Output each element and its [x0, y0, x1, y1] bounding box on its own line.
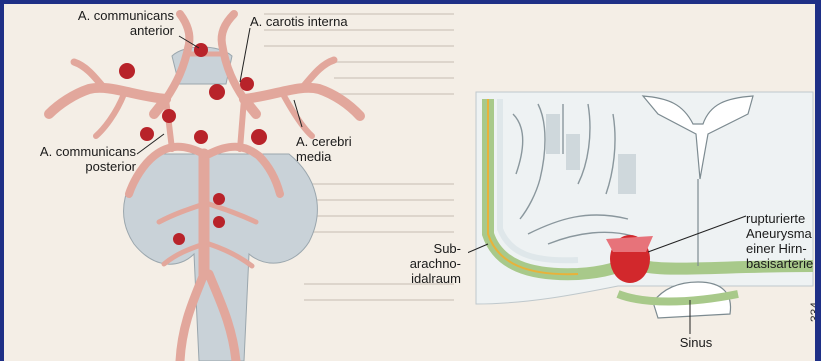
aneurysm-pcom-left	[140, 127, 154, 141]
label-rupturiertes-aneurysma: rupturierte Aneurysma einer Hirn- basisa…	[746, 211, 815, 271]
book-page: A. communicans anterior A. carotis inter…	[4, 4, 815, 361]
pcom-right	[240, 99, 244, 149]
label-carotis-interna: A. carotis interna	[250, 14, 400, 29]
label-communicans-posterior: A. communicans posterior	[4, 144, 136, 174]
pcom-left	[166, 99, 172, 149]
aneurysm-ica-left	[162, 109, 176, 123]
aneurysm-mca-right	[209, 84, 225, 100]
mca-left-branch2	[96, 94, 124, 136]
brainstem	[124, 154, 318, 361]
label-sinus: Sinus	[668, 335, 724, 350]
aneurysm-acom	[194, 43, 208, 57]
coronal-section-illustration	[468, 4, 815, 361]
mca-left	[49, 88, 166, 114]
aneurysm-mca-left	[119, 63, 135, 79]
page-number: 334	[808, 302, 815, 322]
aneurysm-pica	[213, 216, 225, 228]
label-subarachnoidalraum: Sub- arachno- idalraum	[399, 241, 461, 286]
aneurysm-aica	[173, 233, 185, 245]
aneurysm-ica-right	[240, 77, 254, 91]
label-cerebri-media: A. cerebri media	[296, 134, 386, 164]
aneurysm-tip	[194, 130, 208, 144]
aneurysm-pca-right	[251, 129, 267, 145]
mca-right	[244, 88, 360, 116]
aneurysm-sca	[213, 193, 225, 205]
mca-right-branch2	[284, 96, 312, 136]
label-communicans-anterior: A. communicans anterior	[24, 8, 174, 38]
circle-of-willis-illustration	[4, 4, 464, 361]
mca-right-branch	[304, 60, 334, 86]
